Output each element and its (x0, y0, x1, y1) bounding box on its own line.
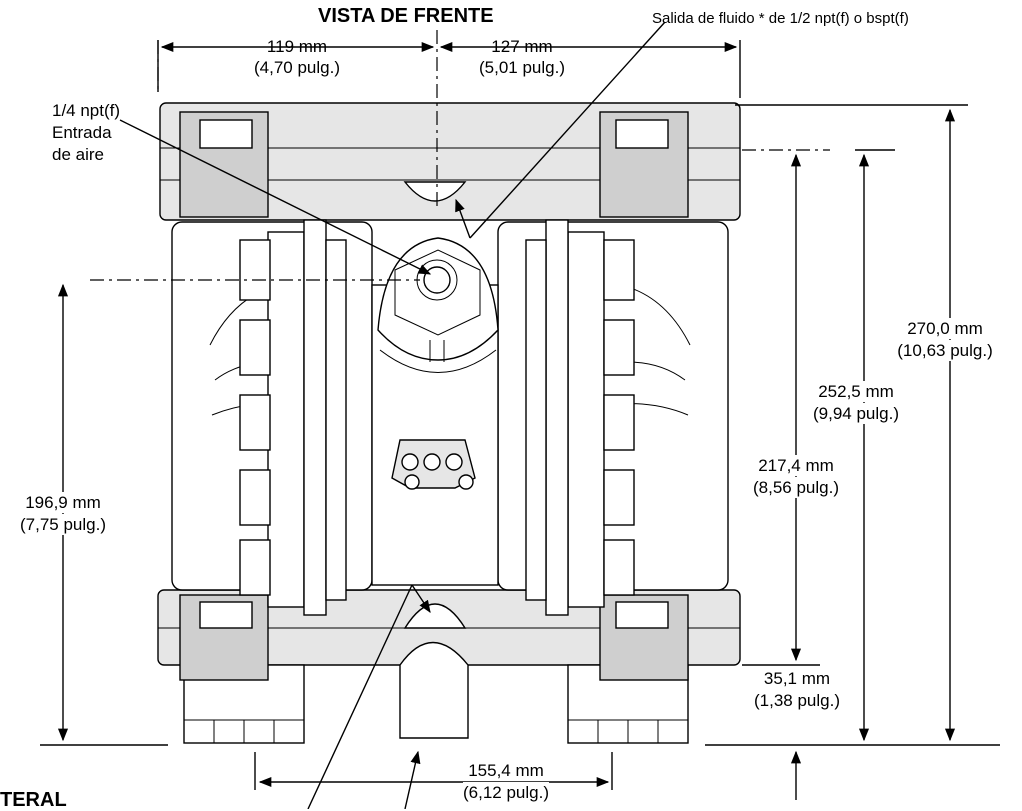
foot-spacing-mm: 155,4 mm (468, 760, 544, 781)
outlet-height-mm: 252,5 mm (818, 381, 894, 402)
pump-body (157, 102, 741, 744)
top-manifold (159, 102, 741, 221)
leader-lines (119, 21, 666, 809)
air-inlet-height-in: (7,75 pulg.) (20, 514, 106, 535)
inlet-neck (399, 641, 469, 739)
inlet-height-in: (1,38 pulg.) (754, 690, 840, 711)
air-valve-cover (377, 237, 499, 361)
manifold-height-mm: 217,4 mm (758, 455, 834, 476)
manifold-height-in: (8,56 pulg.) (753, 477, 839, 498)
footer-title: TERAL (0, 789, 67, 811)
air-inlet-port (423, 266, 451, 294)
fluid-outlet-label: Salida de fluido * de 1/2 npt(f) o bspt(… (652, 10, 909, 27)
air-inlet-height-mm: 196,9 mm (25, 492, 101, 513)
left-width-mm: 119 mm (266, 37, 328, 56)
dimension-lines (40, 40, 1000, 800)
outlet-port (403, 181, 467, 202)
right-width-mm: 127 mm (491, 37, 553, 56)
outlet-height-in: (9,94 pulg.) (813, 403, 899, 424)
foot-spacing-in: (6,12 pulg.) (463, 782, 549, 803)
inlet-height-mm: 35,1 mm (763, 668, 831, 689)
total-height-in: (10,63 pulg.) (897, 340, 993, 361)
total-height-mm: 270,0 mm (907, 318, 983, 339)
air-inlet-size-label: 1/4 npt(f) (52, 101, 121, 120)
left-width-in: (4,70 pulg.) (254, 58, 340, 77)
air-inlet-label-line2: de aire (52, 145, 104, 164)
view-title: VISTA DE FRENTE (318, 5, 494, 27)
right-width-in: (5,01 pulg.) (479, 58, 565, 77)
air-inlet-label-line1: Entrada (52, 123, 112, 142)
